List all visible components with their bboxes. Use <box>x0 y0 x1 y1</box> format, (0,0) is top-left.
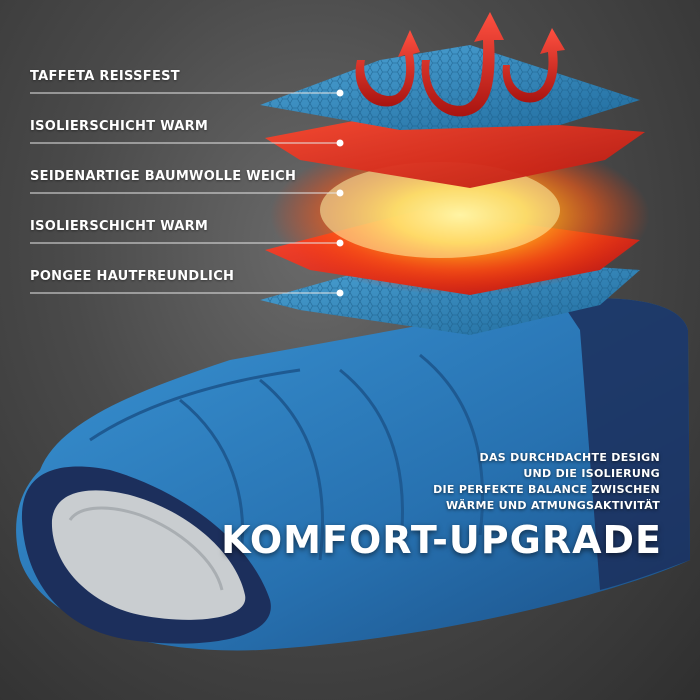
tagline-line-3: DIE PERFEKTE BALANCE ZWISCHEN <box>433 483 660 496</box>
layer-label-taffeta: TAFFETA REISSFEST <box>30 69 180 84</box>
layer-label-pongee: PONGEE HAUTFREUNDLICH <box>30 269 235 284</box>
tagline-design: DAS DURCHDACHTE DESIGN UND DIE ISOLIERUN… <box>340 450 660 482</box>
tagline-line-4: WÄRME UND ATMUNGSAKTIVITÄT <box>445 499 660 512</box>
tagline-balance: DIE PERFEKTE BALANCE ZWISCHEN WÄRME UND … <box>340 482 660 514</box>
layer-label-insulation-upper: ISOLIERSCHICHT WARM <box>30 119 209 134</box>
layer-label-cotton: SEIDENARTIGE BAUMWOLLE WEICH <box>30 169 297 184</box>
layer-stack <box>260 45 650 335</box>
tagline-line-2: UND DIE ISOLIERUNG <box>523 467 660 480</box>
layer-label-insulation-lower: ISOLIERSCHICHT WARM <box>30 219 209 234</box>
sleeping-bag <box>16 298 690 651</box>
label-leaders <box>30 89 344 297</box>
tagline-line-1: DAS DURCHDACHTE DESIGN <box>479 451 660 464</box>
warmth-arrow-icon <box>355 12 565 117</box>
headline: KOMFORT-UPGRADE <box>221 518 662 562</box>
